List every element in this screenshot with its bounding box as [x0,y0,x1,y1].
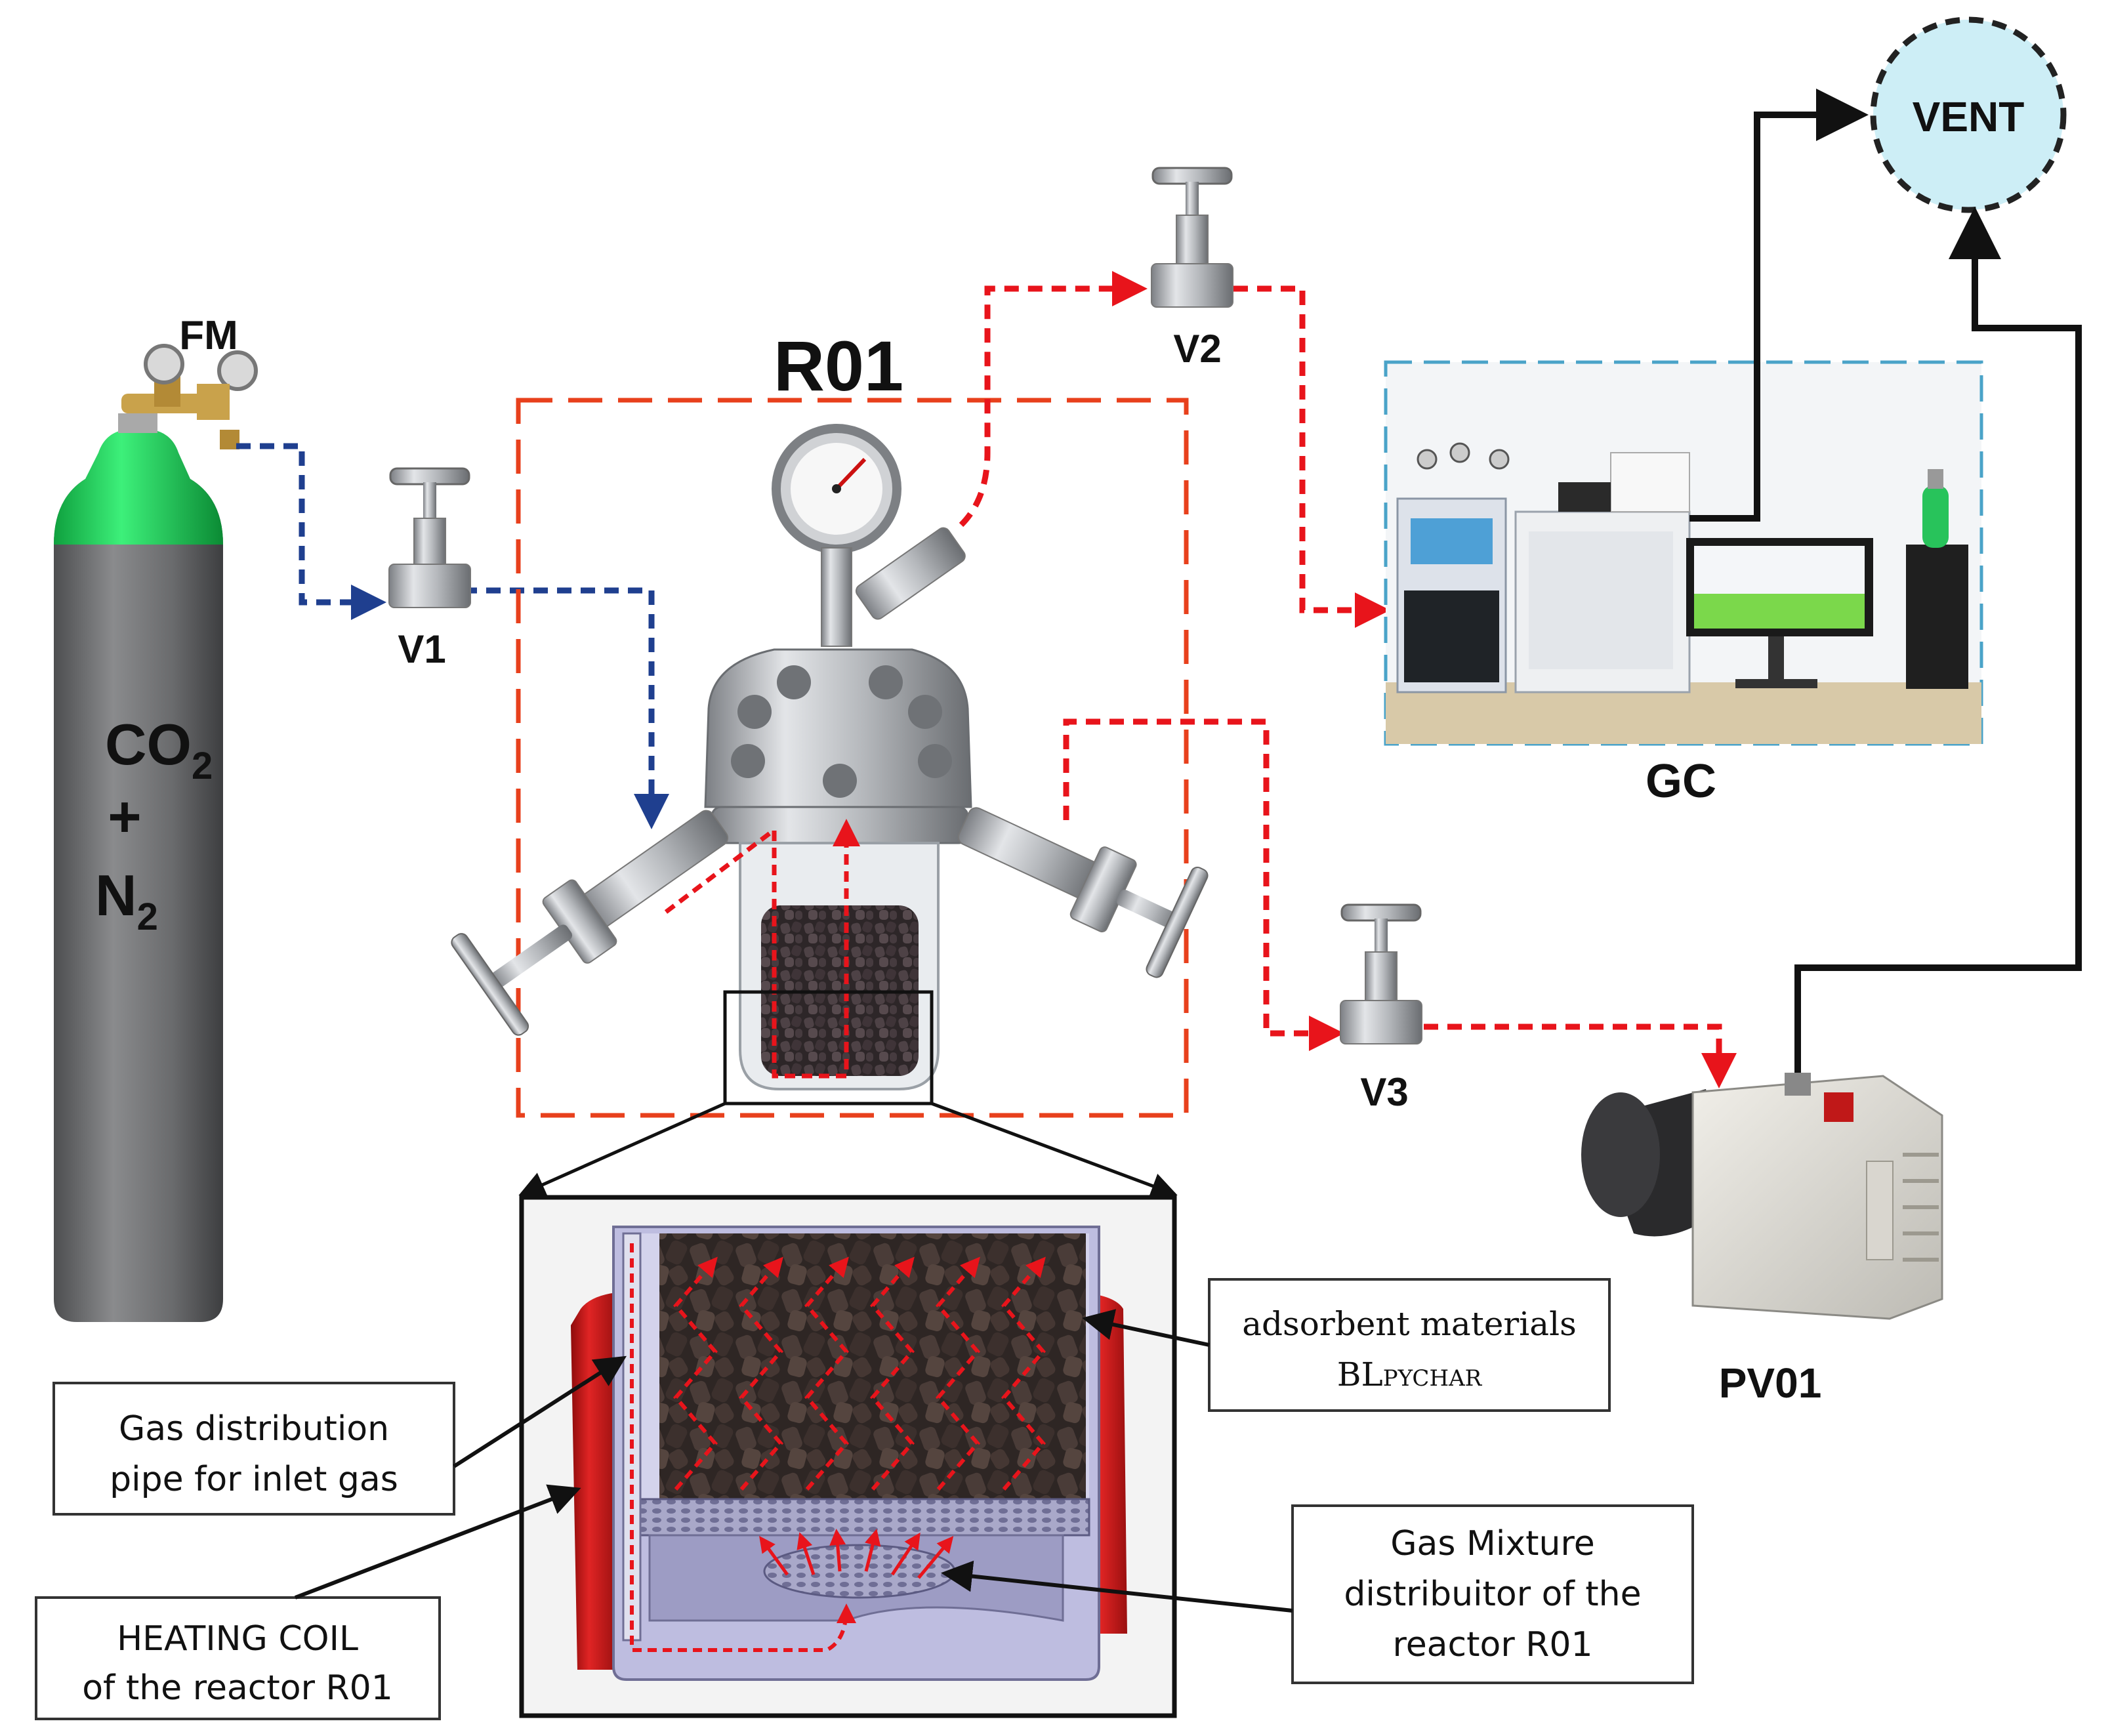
callout-mixture-line3: reactor R01 [1392,1625,1592,1664]
callout-heating-line1: HEATING COIL [117,1619,358,1659]
callout-mixture-line2: distribuitor of the [1344,1575,1641,1614]
callout-adsorbent-line1: adsorbent materials [1242,1305,1577,1343]
vent-label: VENT [1913,93,2025,140]
v2-label: V2 [1173,327,1221,371]
exhaust-lines [1689,89,2082,1076]
callout-adsorbent-line2: BLPYCHAR [1337,1355,1483,1394]
callout-gas-pipe: Gas distribution pipe for inlet gas [52,1382,455,1516]
gc-label: GC [1646,755,1716,808]
v1-label: V1 [398,627,445,671]
callout-gas-pipe-line1: Gas distribution [119,1409,389,1449]
zoom-region [723,990,934,1106]
pv01-label: PV01 [1719,1359,1822,1407]
valve-v3: V3 [1340,903,1422,1114]
v3-label: V3 [1360,1070,1408,1114]
callout-mixture-line1: Gas Mixture [1390,1524,1594,1563]
outlet-gas-lines [959,271,1737,1088]
gas-cylinder: CO2 + N2 [54,413,223,1322]
reactor-detail-view [519,1195,1177,1718]
callout-heating-line2: of the reactor R01 [82,1668,393,1708]
reactor-vessel [451,424,1209,1106]
cylinder-cap [54,430,223,545]
zoom-connectors [518,1102,1178,1199]
fm-label: FM [179,313,238,358]
gas-chromatograph: GC [1384,360,1983,808]
pointer-gas-pipe [453,1355,627,1468]
vent: VENT [1870,16,2067,213]
cylinder-label-plus: + [108,784,141,849]
pointer-adsorbent [1082,1309,1210,1347]
valve-v2: V2 [1151,167,1233,371]
callout-gas-pipe-line2: pipe for inlet gas [110,1460,398,1499]
adsorbent-bed [659,1233,1086,1506]
cylinder-label-co2: CO2 [105,712,213,787]
cylinder-body [54,479,223,1322]
pointer-heating [294,1484,581,1600]
vacuum-pump: PV01 [1581,1073,1943,1407]
callout-heating: HEATING COIL of the reactor R01 [35,1596,441,1720]
inlet-gas-line [236,443,669,829]
flow-meter: FM [121,313,258,449]
gauge-left-icon [144,344,184,384]
heating-coil-left [571,1292,617,1670]
callout-adsorbent: adsorbent materials BLPYCHAR [1208,1278,1611,1412]
gauge-right-icon [217,350,258,391]
r01-label: R01 [774,326,903,405]
valve-v1: V1 [388,467,471,671]
pointer-mixture [941,1560,1293,1613]
perforated-plate [629,1498,1090,1537]
r01-boundary [516,398,1189,1118]
cylinder-label-n2: N2 [95,863,158,938]
callout-mixture: Gas Mixture distribuitor of the reactor … [1291,1504,1694,1684]
